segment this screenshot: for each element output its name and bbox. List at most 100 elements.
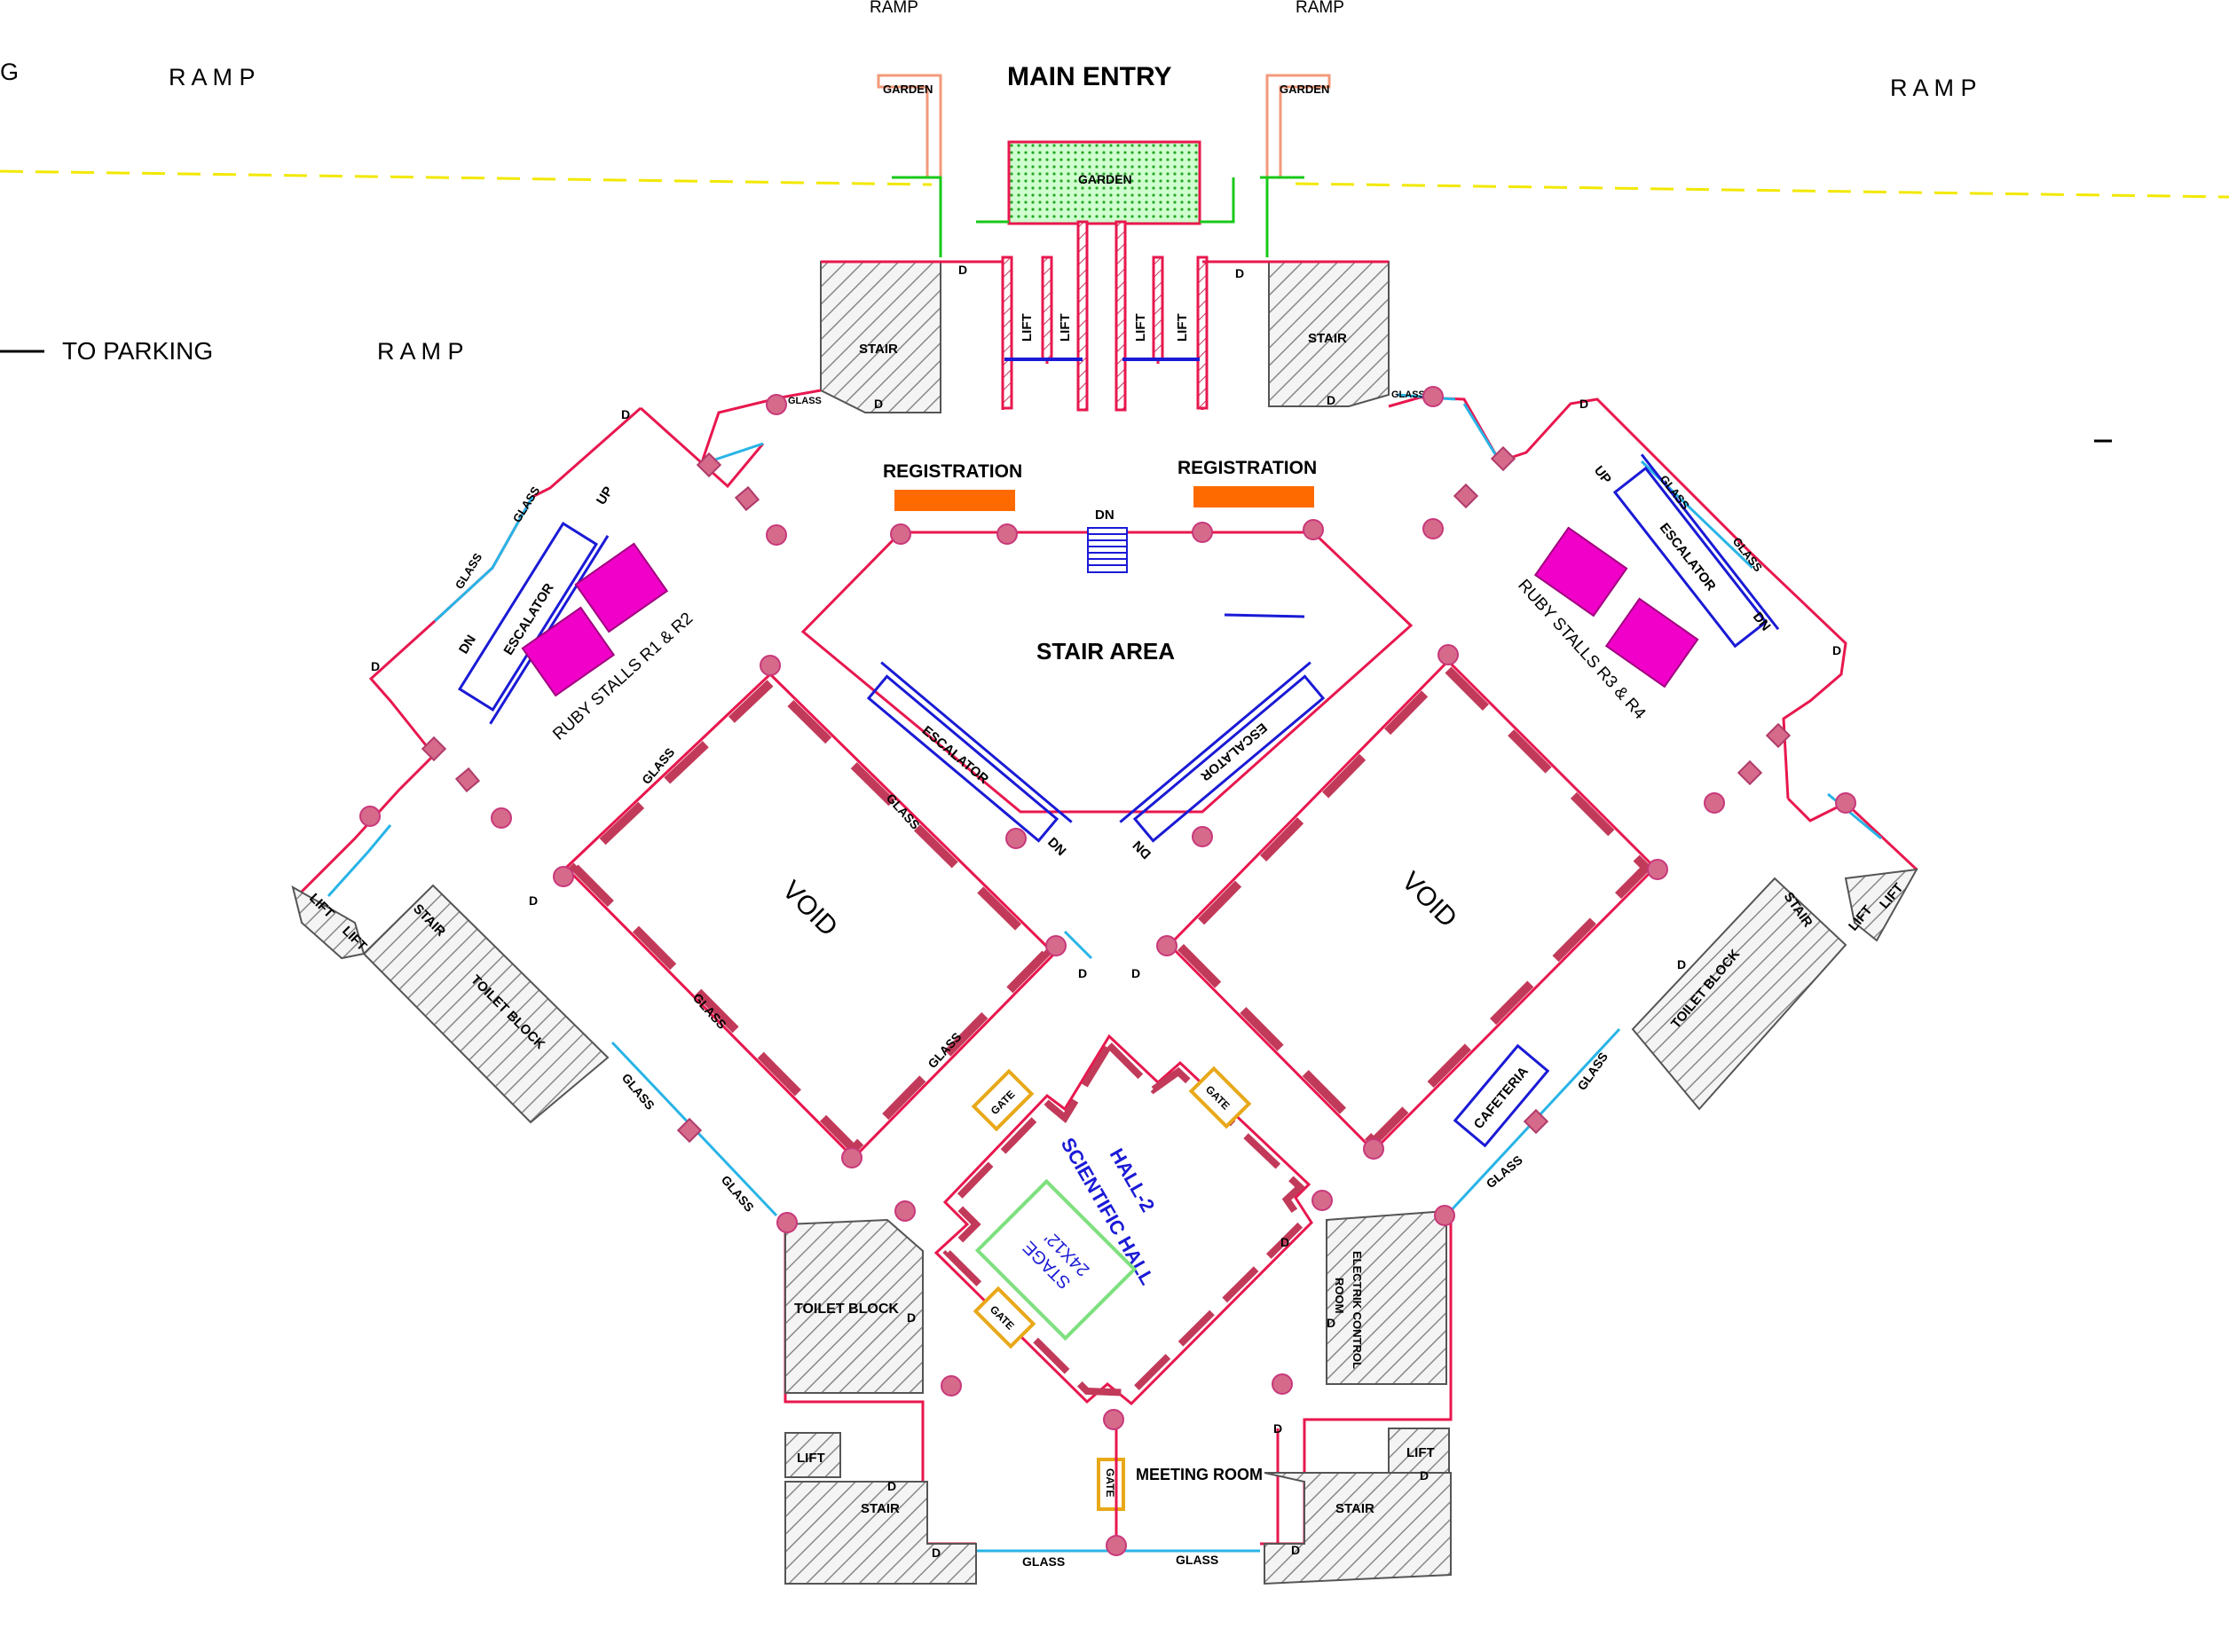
ruby-stall-r1 [521, 606, 616, 697]
stair-label-top-right: STAIR [1308, 331, 1347, 346]
door-9: D [1078, 966, 1087, 980]
electric-label-line2: ROOM [1333, 1278, 1346, 1313]
toilet-block-east [1631, 877, 1847, 1111]
central-stair-treads [1088, 533, 1127, 566]
lift-label-1: LIFT [1020, 313, 1035, 342]
entry-garden [1007, 140, 1201, 225]
registration-label-left: REGISTRATION [883, 461, 1022, 482]
stair-label-se: STAIR [1335, 1501, 1374, 1516]
glass-label-e2: GLASS [1484, 1152, 1525, 1191]
dn-label-center-left: DN [1044, 835, 1068, 859]
ramp-label-mid: R A M P [377, 338, 464, 365]
main-entry-label: MAIN ENTRY [1007, 62, 1172, 91]
door-5: D [621, 407, 630, 421]
electric-room [1326, 1209, 1447, 1385]
door-17: D [1420, 1468, 1429, 1483]
glass-label-w2: GLASS [719, 1173, 757, 1215]
to-parking-label: TO PARKING [62, 337, 213, 365]
stair-dn-label: DN [1095, 507, 1114, 523]
lift-stair-east [1844, 868, 1918, 942]
ruby-stall-r3 [1533, 526, 1628, 618]
toilet-label-sw: TOILET BLOCK [794, 1302, 899, 1317]
electric-label-line1: ELECTRIK CONTROL [1351, 1251, 1364, 1369]
door-15: D [887, 1479, 896, 1493]
glass-label-w1: GLASS [619, 1071, 658, 1113]
up-label-ne: UP [1591, 463, 1614, 487]
escalator-center-left: ESCALATOR [866, 661, 1073, 843]
svg-text:GATE: GATE [1104, 1468, 1116, 1497]
door-2: D [1235, 266, 1244, 280]
ramp-label-right: R A M P [1890, 75, 1977, 101]
setback-line [0, 169, 2229, 199]
door-13: D [907, 1310, 916, 1325]
ramp-label-top-right: RAMP [1296, 0, 1344, 17]
glass-nw-2: GLASS [453, 550, 485, 591]
registration-desk-left [894, 490, 1015, 511]
door-4: D [1327, 393, 1335, 407]
outer-wall-nw [368, 389, 822, 746]
stair-sw [784, 1481, 977, 1585]
ramp-label-top-left: RAMP [870, 0, 918, 17]
toilet-block-sw [784, 1218, 924, 1394]
gate-hall-ne[interactable]: GATE [1188, 1066, 1252, 1129]
stair-label-sw: STAIR [861, 1501, 900, 1516]
glass-label-top-r: GLASS [1391, 389, 1425, 400]
garden-label-left: GARDEN [883, 83, 933, 96]
glass-nw-1: GLASS [510, 484, 543, 524]
lift-label-4: LIFT [1175, 313, 1190, 342]
door-1: D [958, 263, 967, 277]
outer-wall-ne [1388, 396, 1847, 799]
ramp-label-left: R A M P [169, 64, 256, 90]
registration-label-right: REGISTRATION [1178, 458, 1317, 478]
meeting-room-label: MEETING ROOM [1136, 1466, 1263, 1483]
dn-label-nw: DN [456, 633, 479, 657]
lift-core-left [1001, 220, 1089, 412]
outer-wall-east [1786, 797, 1918, 871]
meeting-room-walls [1114, 1411, 1280, 1544]
door-19: D [529, 893, 538, 908]
stair-label-top-left: STAIR [859, 342, 898, 357]
garden-label-right: GARDEN [1280, 83, 1329, 96]
door-16: D [932, 1546, 941, 1560]
stair-se [1264, 1472, 1452, 1585]
door-14: D [1273, 1421, 1282, 1436]
door-18: D [1291, 1543, 1300, 1557]
blue-line-stair-area [1224, 613, 1305, 618]
door-12: D [1327, 1316, 1335, 1330]
registration-desk-right [1193, 486, 1314, 507]
columns [359, 386, 1856, 1556]
glass-label-s2: GLASS [1176, 1553, 1218, 1567]
door-11: D [1280, 1235, 1289, 1249]
door-3: D [874, 397, 883, 411]
door-20: D [1677, 957, 1686, 972]
glass-label-s1: GLASS [1022, 1554, 1065, 1569]
glass-label-top-l: GLASS [788, 396, 822, 406]
entry-green-walls [892, 176, 1304, 257]
piers [421, 445, 1792, 1144]
lift-label-3: LIFT [1133, 313, 1148, 342]
door-8: D [1832, 643, 1841, 657]
lift-label-se: LIFT [1406, 1445, 1435, 1460]
lift-core-right [1114, 220, 1209, 412]
ruby-stall-r2 [574, 542, 669, 633]
door-7: D [371, 659, 380, 673]
glass-ne-2: GLASS [1730, 535, 1766, 575]
lift-se [1388, 1428, 1450, 1474]
lift-sw [784, 1432, 841, 1478]
stair-block-top-left [820, 261, 941, 413]
edge-letter: G [0, 59, 19, 85]
dn-label-center-right: DN [1130, 838, 1154, 861]
gate-hall-sw[interactable]: GATE [973, 1286, 1036, 1349]
garden-label-center: GARDEN [1078, 172, 1132, 186]
door-10: D [1131, 966, 1140, 980]
ruby-stall-r4 [1604, 597, 1699, 688]
toilet-block-west [362, 884, 610, 1124]
lift-stair-west [291, 885, 366, 960]
up-label-nw: UP [594, 484, 616, 507]
lift-label-sw: LIFT [797, 1451, 825, 1466]
stage: STAGE 24X12' [974, 1178, 1138, 1341]
gate-hall-nw[interactable]: GATE [971, 1068, 1035, 1132]
gate-meeting[interactable]: GATE [1097, 1458, 1125, 1511]
door-6: D [1579, 397, 1588, 411]
